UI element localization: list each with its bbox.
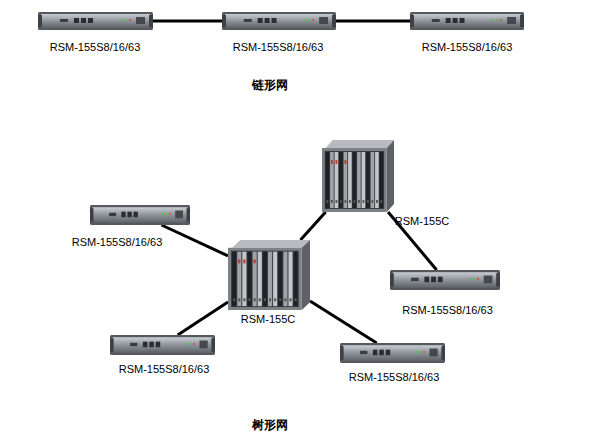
device-illustration bbox=[410, 12, 524, 30]
device-illustration bbox=[110, 335, 215, 355]
rack-device: RSM-155S8/16/63 bbox=[222, 12, 336, 30]
chassis-device: RSM-155C bbox=[322, 140, 394, 212]
rack-device: RSM-155S8/16/63 bbox=[390, 270, 500, 290]
connection-line bbox=[162, 225, 229, 256]
connection-line bbox=[178, 302, 228, 335]
device-label: RSM-155C bbox=[392, 215, 452, 228]
rack-device: RSM-155S8/16/63 bbox=[410, 12, 524, 30]
device-illustration bbox=[340, 343, 445, 363]
device-label: RSM-155S8/16/63 bbox=[335, 371, 453, 384]
rack-device: RSM-155S8/16/63 bbox=[38, 12, 153, 30]
chassis-device: RSM-155C bbox=[228, 240, 310, 310]
device-label: RSM-155C bbox=[238, 313, 298, 326]
device-label: RSM-155S8/16/63 bbox=[52, 236, 182, 249]
connection-line bbox=[310, 301, 377, 343]
device-label: RSM-155S8/16/63 bbox=[35, 41, 155, 54]
device-label: RSM-155S8/16/63 bbox=[407, 41, 527, 54]
device-illustration bbox=[390, 270, 500, 290]
connection-line bbox=[153, 20, 222, 23]
device-illustration bbox=[222, 12, 336, 30]
device-illustration bbox=[90, 205, 190, 225]
connection-line bbox=[300, 212, 325, 240]
device-label: RSM-155S8/16/63 bbox=[105, 363, 223, 376]
rack-device: RSM-155S8/16/63 bbox=[340, 343, 445, 363]
network-caption: 链形网 bbox=[240, 78, 300, 92]
rack-device: RSM-155S8/16/63 bbox=[110, 335, 215, 355]
device-illustration bbox=[228, 240, 310, 310]
device-illustration bbox=[38, 12, 153, 30]
rack-device: RSM-155S8/16/63 bbox=[90, 205, 190, 225]
device-illustration bbox=[322, 140, 394, 212]
connection-line bbox=[336, 20, 410, 23]
device-label: RSM-155S8/16/63 bbox=[390, 304, 505, 317]
network-caption: 树形网 bbox=[240, 418, 300, 432]
device-label: RSM-155S8/16/63 bbox=[218, 41, 338, 54]
